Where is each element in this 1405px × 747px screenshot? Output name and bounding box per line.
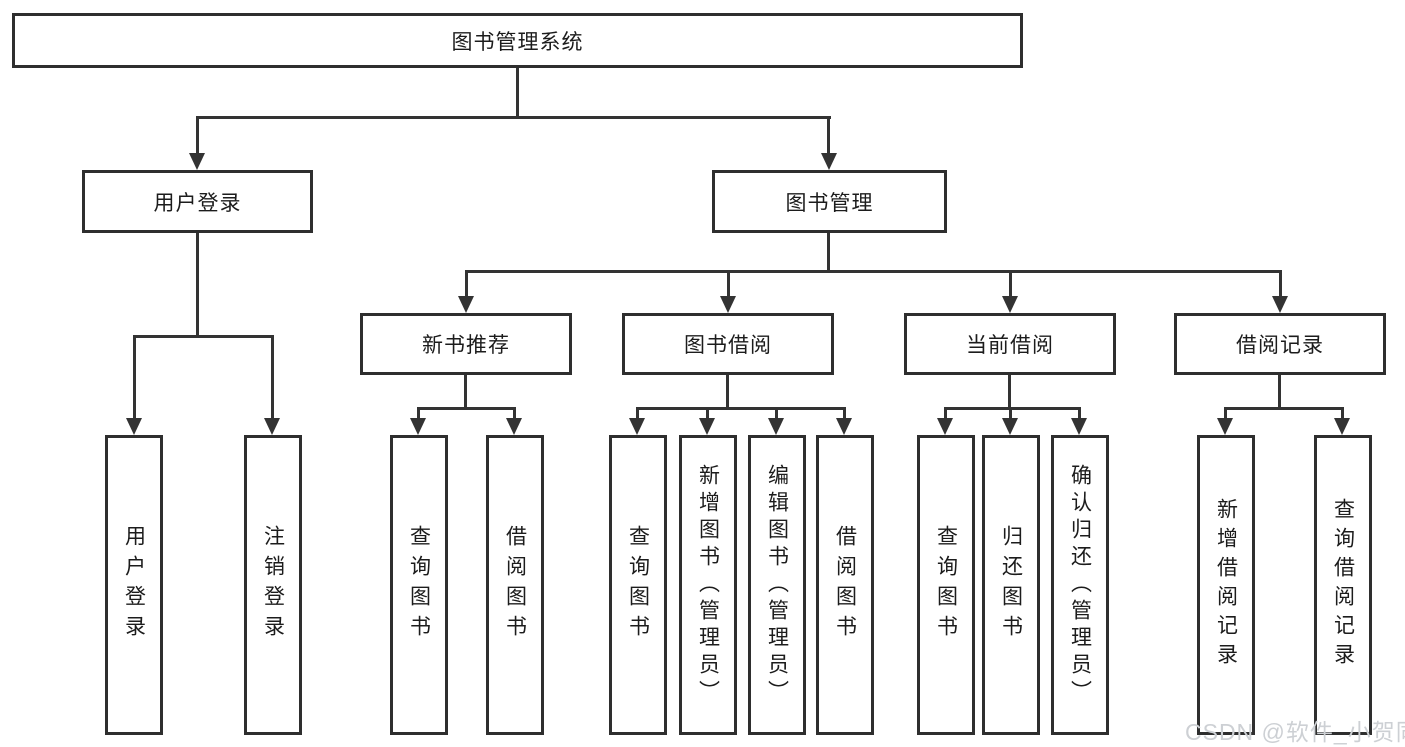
connector-line [636, 407, 846, 410]
connector-line [513, 409, 516, 419]
connector-arrow-down-icon [1002, 418, 1018, 435]
leaf-query-books-recommend: 查询图书 [390, 435, 448, 735]
connector-line [1009, 272, 1012, 297]
leaf-query-books-borrow: 查询图书 [609, 435, 667, 735]
node-book-management: 图书管理 [712, 170, 947, 233]
connector-line [271, 337, 274, 418]
leaf-borrow-books-recommend: 借阅图书 [486, 435, 544, 735]
connector-line [1341, 409, 1344, 419]
node-borrowing-records: 借阅记录 [1174, 313, 1386, 375]
leaf-add-borrow-record: 新增借阅记录 [1197, 435, 1255, 735]
connector-line [827, 118, 830, 154]
connector-arrow-down-icon [699, 418, 715, 435]
connector-line [706, 409, 709, 419]
connector-arrow-down-icon [1071, 418, 1087, 435]
node-root-system: 图书管理系统 [12, 13, 1023, 68]
leaf-return-books: 归还图书 [982, 435, 1040, 735]
connector-line [196, 233, 199, 337]
node-new-book-recommend: 新书推荐 [360, 313, 572, 375]
leaf-add-books-admin: 新增图书（管理员） [679, 435, 737, 735]
leaf-query-books-current: 查询图书 [917, 435, 975, 735]
connector-line [417, 407, 516, 410]
connector-arrow-down-icon [720, 296, 736, 313]
node-user-login-branch: 用户登录 [82, 170, 313, 233]
connector-line [465, 270, 1282, 273]
node-book-borrowing: 图书借阅 [622, 313, 834, 375]
leaf-borrow-books: 借阅图书 [816, 435, 874, 735]
connector-arrow-down-icon [768, 418, 784, 435]
connector-arrow-down-icon [1272, 296, 1288, 313]
connector-line [516, 68, 519, 118]
connector-arrow-down-icon [821, 153, 837, 170]
leaf-user-login: 用户登录 [105, 435, 163, 735]
connector-line [944, 407, 1081, 410]
connector-line [775, 409, 778, 419]
connector-line [133, 337, 136, 418]
connector-arrow-down-icon [410, 418, 426, 435]
connector-line [843, 409, 846, 419]
connector-line [133, 335, 274, 338]
connector-arrow-down-icon [126, 418, 142, 435]
leaf-edit-books-admin: 编辑图书（管理员） [748, 435, 806, 735]
connector-line [464, 375, 467, 409]
connector-line [1078, 409, 1081, 419]
connector-line [1279, 272, 1282, 297]
leaf-confirm-return-admin: 确认归还（管理员） [1051, 435, 1109, 735]
connector-arrow-down-icon [264, 418, 280, 435]
leaf-logout: 注销登录 [244, 435, 302, 735]
connector-arrow-down-icon [629, 418, 645, 435]
connector-line [1224, 407, 1344, 410]
connector-line [1278, 375, 1281, 409]
connector-line [1224, 409, 1227, 419]
connector-line [636, 409, 639, 419]
connector-line [726, 375, 729, 409]
connector-arrow-down-icon [506, 418, 522, 435]
connector-arrow-down-icon [189, 153, 205, 170]
connector-arrow-down-icon [1217, 418, 1233, 435]
connector-line [1008, 375, 1011, 409]
connector-line [465, 272, 468, 297]
leaf-query-borrow-record: 查询借阅记录 [1314, 435, 1372, 735]
connector-line [827, 233, 830, 273]
connector-line [944, 409, 947, 419]
connector-line [727, 272, 730, 297]
connector-arrow-down-icon [458, 296, 474, 313]
connector-arrow-down-icon [1334, 418, 1350, 435]
connector-line [417, 409, 420, 419]
connector-arrow-down-icon [1002, 296, 1018, 313]
node-current-borrowing: 当前借阅 [904, 313, 1116, 375]
connector-line [196, 118, 199, 154]
csdn-watermark: CSDN @软件_小贺同学 [1185, 719, 1405, 745]
connector-line [1009, 409, 1012, 419]
connector-arrow-down-icon [937, 418, 953, 435]
connector-line [196, 116, 831, 119]
connector-arrow-down-icon [836, 418, 852, 435]
